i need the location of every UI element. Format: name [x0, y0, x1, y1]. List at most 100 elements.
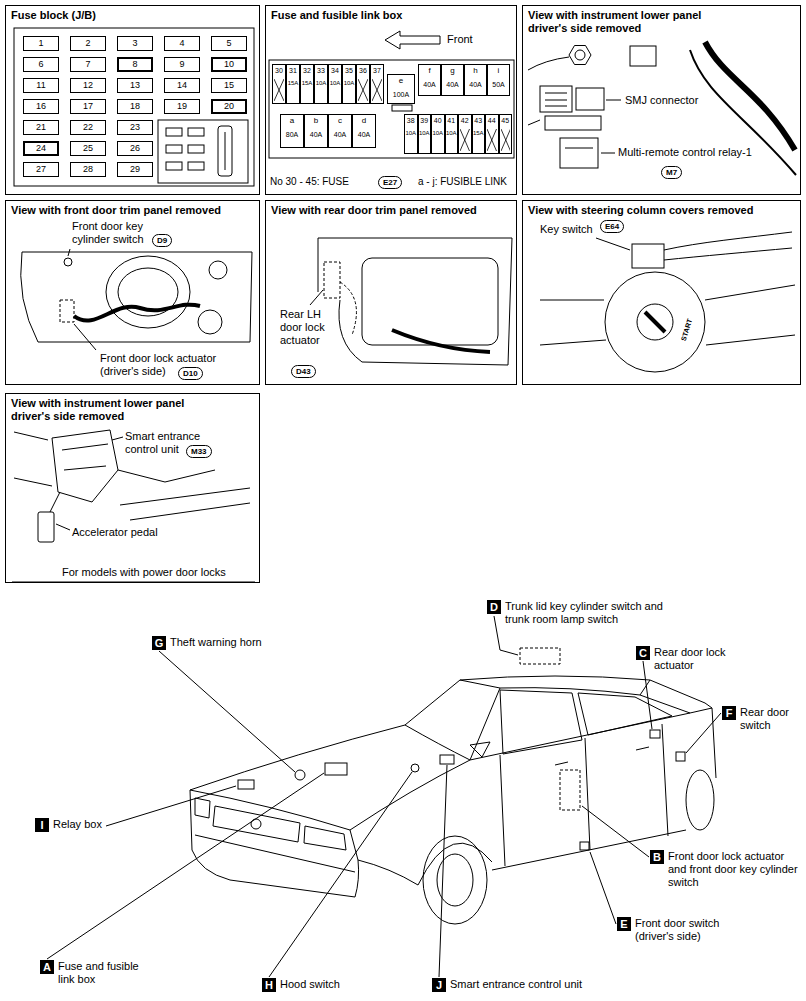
view-panel: View with rear door trim panel removedD4… [265, 200, 517, 385]
slot-number: 15 [224, 81, 234, 91]
car-side [358, 830, 686, 885]
amp-rating: 40A [446, 81, 458, 89]
slot-number: 43 [474, 117, 482, 125]
hex-bolt [575, 50, 585, 60]
pedal-arm [50, 492, 60, 512]
amp-rating: 10A [344, 80, 355, 87]
slot-number: 9 [179, 60, 184, 70]
lock-rod [340, 282, 356, 335]
direction-label: Front [447, 33, 473, 46]
fuse-slot: 36 [356, 64, 370, 104]
fusible-link-slot: d40A [352, 114, 376, 148]
part-name: Multi-remote control relay-1 [618, 146, 752, 159]
amp-rating: 10A [316, 80, 327, 87]
fuse-slot: 8 [117, 57, 153, 72]
view-panel: Fuse and fusible link box303115A3215A331… [265, 5, 517, 195]
amp-rating: 10A [432, 130, 443, 137]
empty-slot-cross [501, 129, 511, 151]
fuse-slot: 40 10A [431, 114, 445, 154]
slot-number: 36 [359, 67, 367, 75]
amp-rating: 40A [423, 81, 435, 89]
fusible-link-slot: e 100A [387, 74, 415, 104]
fusible-link-slot: f40A [418, 64, 441, 96]
fuse-slot: 3310A [314, 64, 328, 104]
amp-rating: 100A [393, 91, 409, 99]
leader-line [56, 437, 123, 530]
slot-number: 20 [224, 102, 234, 112]
part-name: Theft warning horn [170, 636, 310, 649]
slot-number: 7 [85, 60, 90, 70]
leader-line [269, 772, 412, 977]
smj-connector [540, 86, 572, 112]
slot-number: 27 [36, 165, 46, 175]
fuse-slot: 24 [23, 141, 59, 156]
fuse-slot: 12 [70, 78, 106, 93]
slot-number: 16 [36, 102, 46, 112]
slot-number: 45 [501, 117, 509, 125]
lock-actuator [324, 262, 340, 298]
fuse-box-marker [325, 763, 347, 775]
door-inner-panel [362, 258, 498, 345]
fuse-slot: 5 [211, 36, 247, 51]
slot-number: 3 [132, 39, 137, 49]
front-lock-marker [560, 770, 580, 810]
empty-slot-cross [460, 129, 470, 151]
empty-slot-cross [460, 129, 470, 151]
trunk-switch-marker [520, 648, 560, 664]
panel-heading: View with rear door trim panel removed [266, 201, 514, 217]
leader-line [582, 806, 649, 857]
service-hole [106, 256, 190, 328]
front-switch-marker [580, 842, 589, 850]
slot-number: 11 [36, 81, 45, 91]
part-name: Relay box [53, 818, 133, 831]
callout: AFuse and fusible link box [40, 960, 150, 986]
slot-number: g [450, 67, 454, 76]
callout-letter: I [35, 818, 49, 832]
fuse-slot: 2 [70, 36, 106, 51]
slot-number: 37 [373, 67, 381, 75]
amp-rating: 50A [492, 81, 504, 89]
empty-slot-cross [274, 79, 284, 101]
fuse-slot: 23 [117, 120, 153, 135]
slot-number: h [473, 67, 477, 76]
slot-number: 8 [132, 60, 137, 70]
amp-rating: 10A [446, 130, 457, 137]
connector-oval: M33 [186, 445, 212, 458]
callout-letter: D [487, 600, 501, 614]
slot-number: 41 [447, 117, 455, 125]
fuse-slot: 9 [164, 57, 200, 72]
leader-line [106, 786, 236, 826]
panel-heading: View with steering column covers removed [523, 201, 798, 217]
amp-rating: 40A [334, 131, 346, 139]
fuse-slot: 28 [70, 162, 106, 177]
fuse-slot: 15 [211, 78, 247, 93]
slot-number: c [338, 117, 342, 126]
door-line [500, 724, 668, 866]
bracket [630, 46, 656, 66]
fusible-link-slot: g 40A [441, 64, 464, 96]
legend-note: a - j: FUSIBLE LINK [418, 176, 507, 188]
hood-switch-marker [411, 764, 419, 772]
slot-number: 40 [434, 117, 442, 125]
door-outline [21, 252, 252, 342]
leader-line [47, 773, 324, 959]
fuse-block-frame [14, 28, 254, 186]
connector-id: M33 [191, 446, 207, 457]
car-body [190, 676, 716, 830]
key-switch-body [632, 244, 664, 268]
hex-bolt [569, 46, 591, 65]
empty-slot-cross [501, 129, 511, 151]
fuse-slot: 3215A [300, 64, 314, 104]
panel-heading: View with front door trim panel removed [6, 201, 257, 217]
smj-connector [576, 88, 604, 110]
wire [664, 232, 792, 260]
part-name: Rear door lock actuator [654, 646, 754, 672]
slot-number: e [399, 77, 403, 86]
leader-line [310, 290, 323, 305]
relay-detail [565, 148, 593, 149]
relay-socket-area [158, 120, 248, 183]
fuse-slot: 3115A [286, 64, 300, 104]
part-name: Front door switch (driver's side) [635, 917, 735, 943]
wheel [686, 770, 714, 830]
